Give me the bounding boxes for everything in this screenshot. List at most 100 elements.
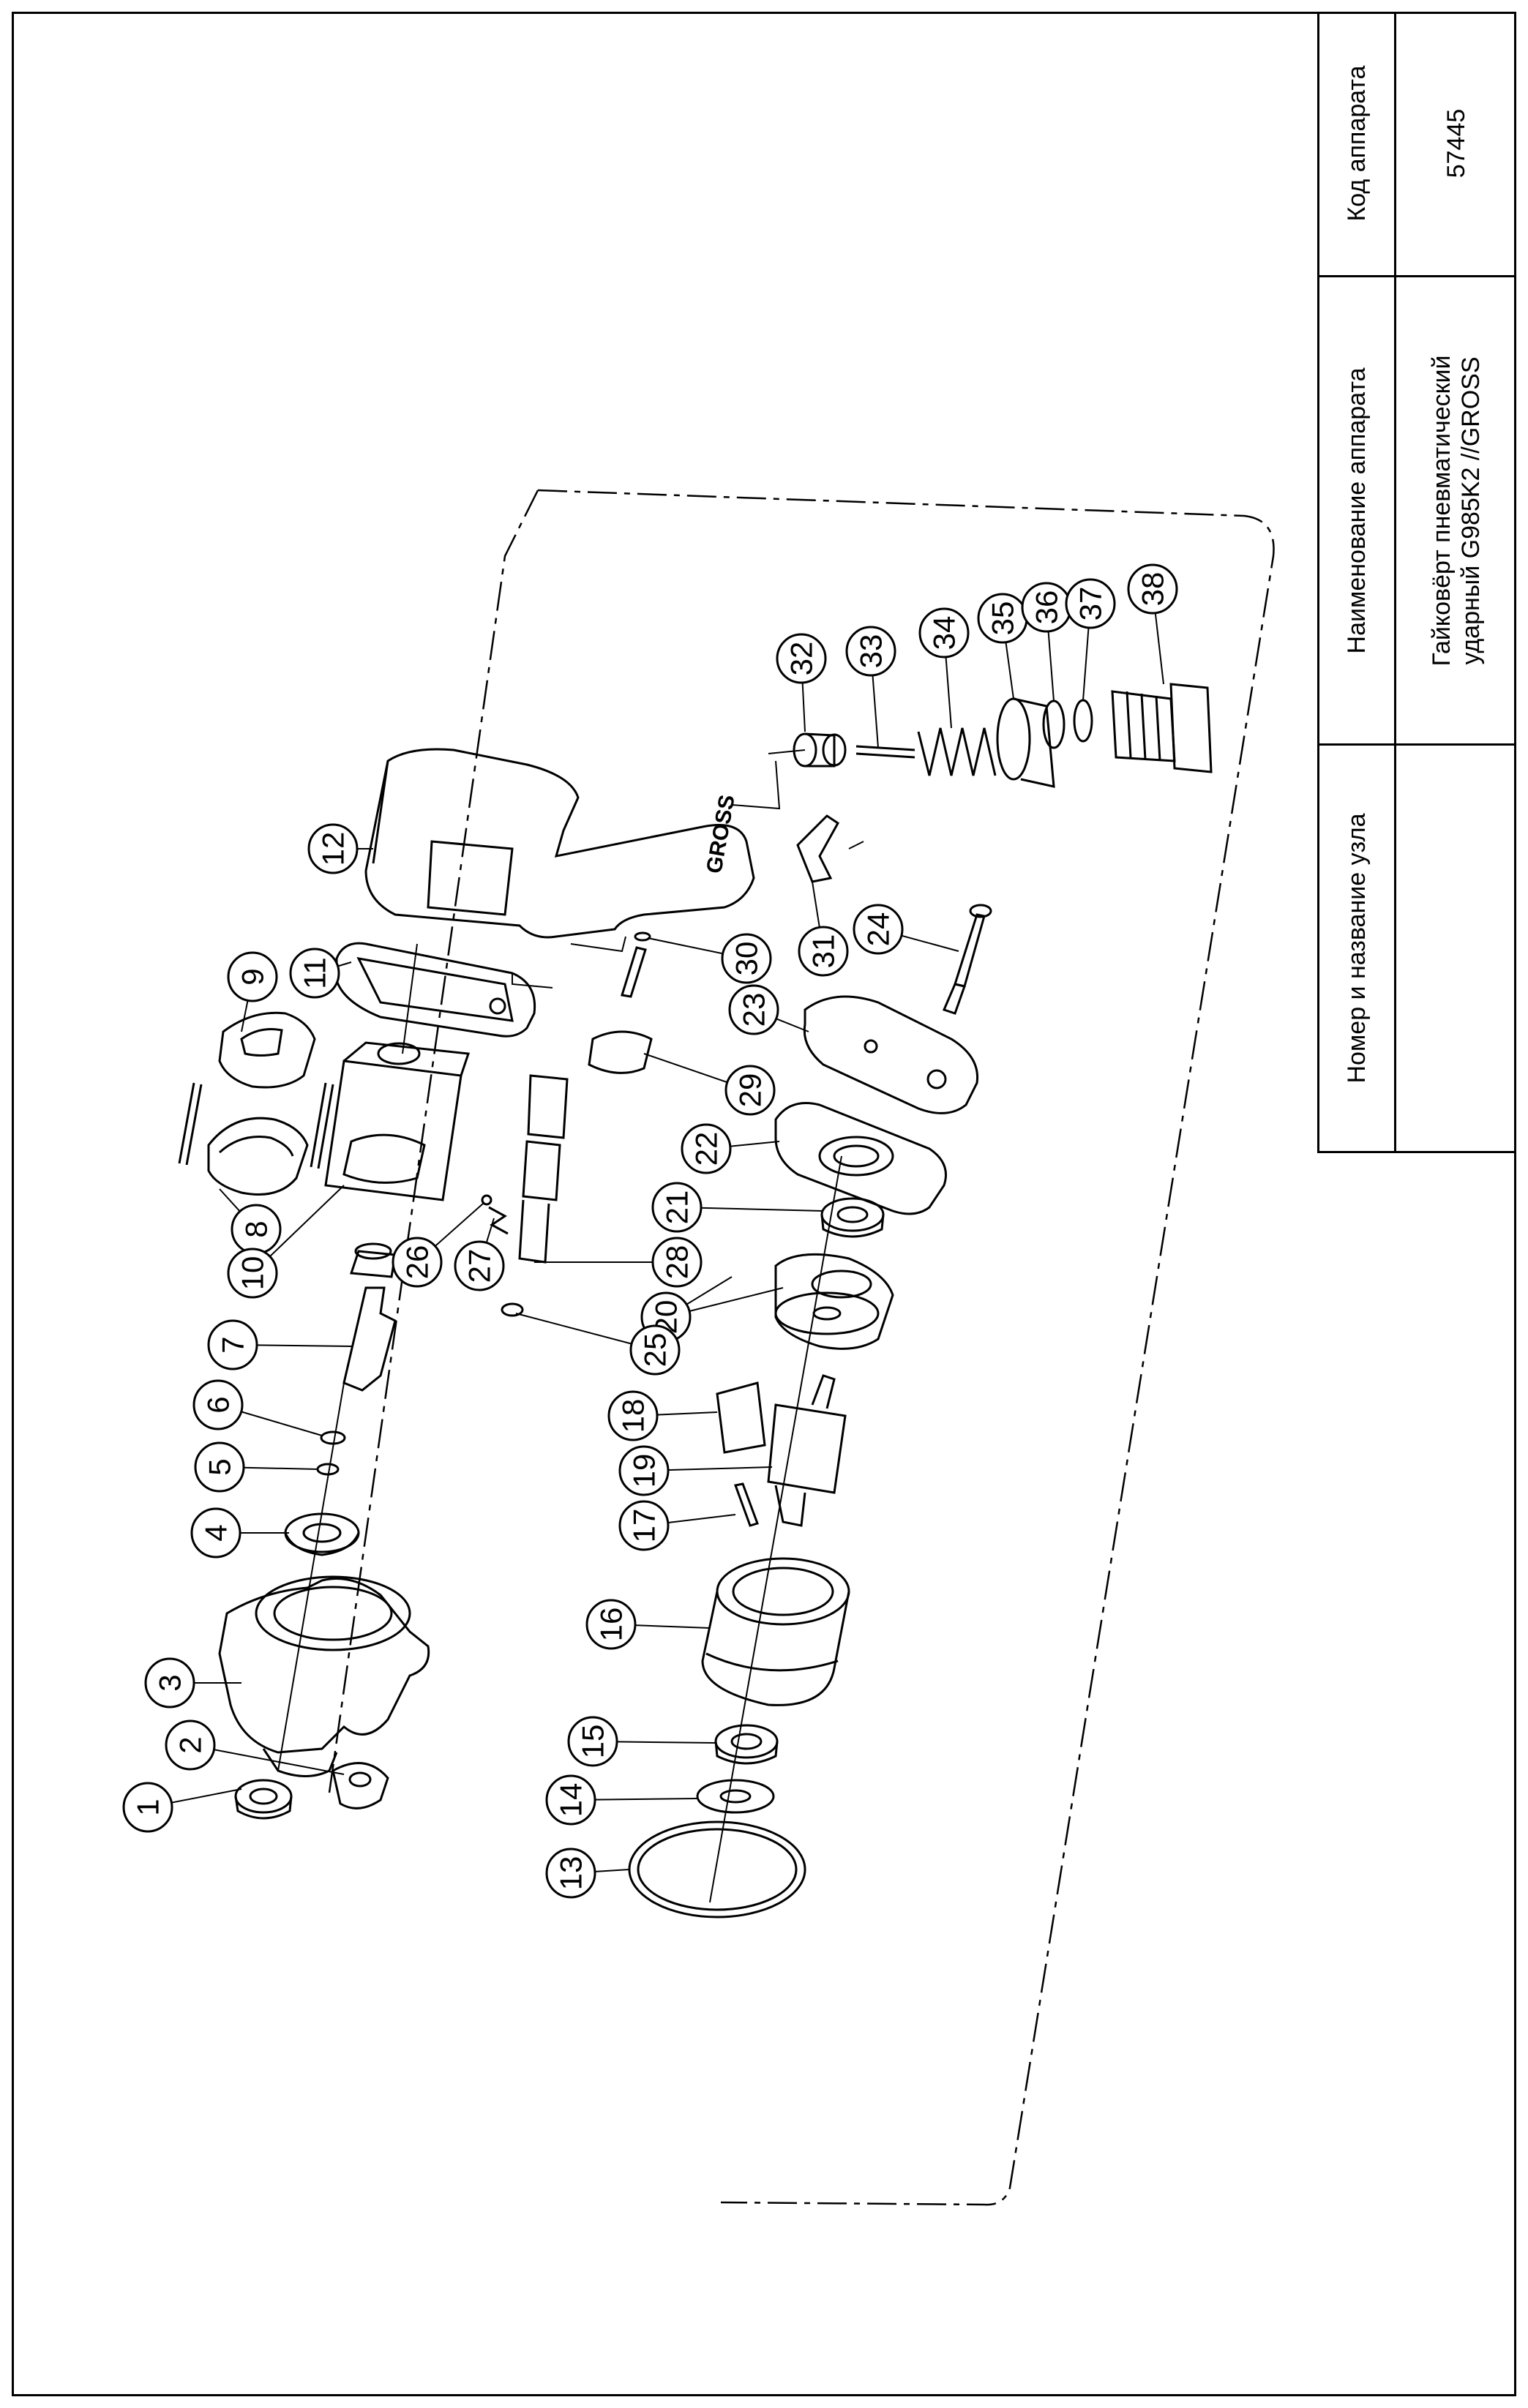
part-22 [774, 1102, 947, 1215]
part-10 [324, 1041, 471, 1201]
callout-35: 35 [977, 593, 1028, 644]
part-9 [218, 1011, 316, 1089]
callout-circle [392, 1237, 443, 1288]
callout-circle [165, 1719, 216, 1771]
callout-2: 2 [165, 1719, 216, 1771]
callout-21: 21 [651, 1182, 703, 1233]
callout-16: 16 [585, 1599, 637, 1650]
part-25 [501, 1302, 524, 1317]
part-6 [320, 1430, 346, 1445]
callout-number: 30 [730, 942, 764, 976]
callout-number: 36 [1030, 590, 1064, 625]
callout-number: 19 [627, 1454, 662, 1488]
callout-33: 33 [845, 626, 896, 677]
assembly-boundary-left [328, 490, 539, 1793]
callout-circle [545, 1774, 596, 1826]
callout-circle [651, 1237, 703, 1288]
callout-number: 5 [203, 1458, 237, 1475]
part-33 [855, 745, 915, 759]
part-15 [714, 1724, 779, 1765]
callout-31: 31 [798, 926, 849, 977]
callout-26: 26 [392, 1237, 443, 1288]
callout-number: 25 [638, 1333, 673, 1368]
callout-circle [307, 823, 359, 874]
part-3 [218, 1575, 430, 1777]
callout-circle [585, 1599, 637, 1650]
part-16 [701, 1557, 850, 1706]
part-21 [820, 1197, 885, 1238]
callout-number: 6 [201, 1396, 236, 1413]
callout-number: 38 [1136, 572, 1170, 607]
callout-circle [629, 1324, 681, 1376]
title-block-value-column: 57445 Гайковёрт пневматический ударный G… [1396, 12, 1516, 1151]
callout-circle [567, 1716, 618, 1767]
callout-number: 10 [236, 1256, 270, 1291]
part-5 [316, 1463, 340, 1476]
callout-4: 4 [190, 1507, 241, 1559]
callout-number: 2 [173, 1736, 208, 1753]
callout-circle [724, 1065, 776, 1116]
callout-circle [144, 1657, 195, 1709]
part-34 [917, 727, 997, 776]
callout-number: 28 [660, 1245, 694, 1280]
callout-circle [192, 1379, 244, 1430]
callout-circle [853, 904, 904, 955]
callout-34: 34 [918, 607, 970, 659]
callout-12: 12 [307, 823, 359, 874]
callout-7: 7 [207, 1319, 258, 1370]
node-value-cell [1396, 743, 1516, 1151]
callout-25: 25 [629, 1324, 681, 1376]
callout-circle [545, 1848, 596, 1899]
part-38 [1111, 683, 1213, 773]
callout-circle [721, 933, 772, 984]
callout-circle [227, 951, 278, 1002]
part-11 [335, 942, 536, 1038]
callout-number: 29 [733, 1073, 768, 1108]
callout-3: 3 [144, 1657, 195, 1709]
callout-circle [681, 1123, 732, 1174]
part-12 [364, 748, 755, 939]
callout-circle [1127, 563, 1178, 615]
part-1 [234, 1779, 293, 1820]
callout-22: 22 [681, 1123, 732, 1174]
callout-number: 33 [854, 634, 888, 669]
callout-number: 14 [554, 1783, 588, 1818]
callout-32: 32 [776, 633, 827, 684]
callout-circle [194, 1441, 245, 1493]
part-29 [588, 946, 653, 1074]
callout-11: 11 [289, 948, 340, 999]
callout-29: 29 [724, 1065, 776, 1116]
callout-1: 1 [122, 1782, 173, 1833]
callout-circle [618, 1500, 670, 1551]
callout-13: 13 [545, 1848, 596, 1899]
callout-5: 5 [194, 1441, 245, 1493]
part-7 [342, 1242, 397, 1392]
part-26 [481, 1194, 493, 1206]
part-31 [796, 814, 839, 883]
callout-circle [607, 1390, 659, 1441]
callout-28: 28 [651, 1237, 703, 1288]
callout-27: 27 [454, 1240, 505, 1291]
callout-30: 30 [721, 933, 772, 984]
callout-circle [798, 926, 849, 977]
callout-circle [227, 1248, 278, 1299]
callout-23: 23 [728, 984, 779, 1035]
callout-number: 34 [927, 616, 962, 650]
part-2 [332, 1762, 389, 1809]
callout-17: 17 [618, 1500, 670, 1551]
part-18 [716, 1381, 766, 1454]
callout-number: 12 [316, 832, 351, 866]
callout-circle [122, 1782, 173, 1833]
callout-number: 11 [298, 957, 332, 989]
assembly-boundary [537, 489, 1275, 2206]
callout-number: 31 [806, 934, 841, 969]
callout-number: 37 [1074, 587, 1108, 621]
callout-circle [776, 633, 827, 684]
page-frame [12, 12, 1516, 2396]
callout-14: 14 [545, 1774, 596, 1826]
callout-9: 9 [227, 951, 278, 1002]
part-27 [488, 1206, 509, 1235]
callout-number: 1 [131, 1799, 165, 1815]
callout-number: 35 [986, 601, 1020, 636]
callout-number: 27 [462, 1249, 497, 1283]
